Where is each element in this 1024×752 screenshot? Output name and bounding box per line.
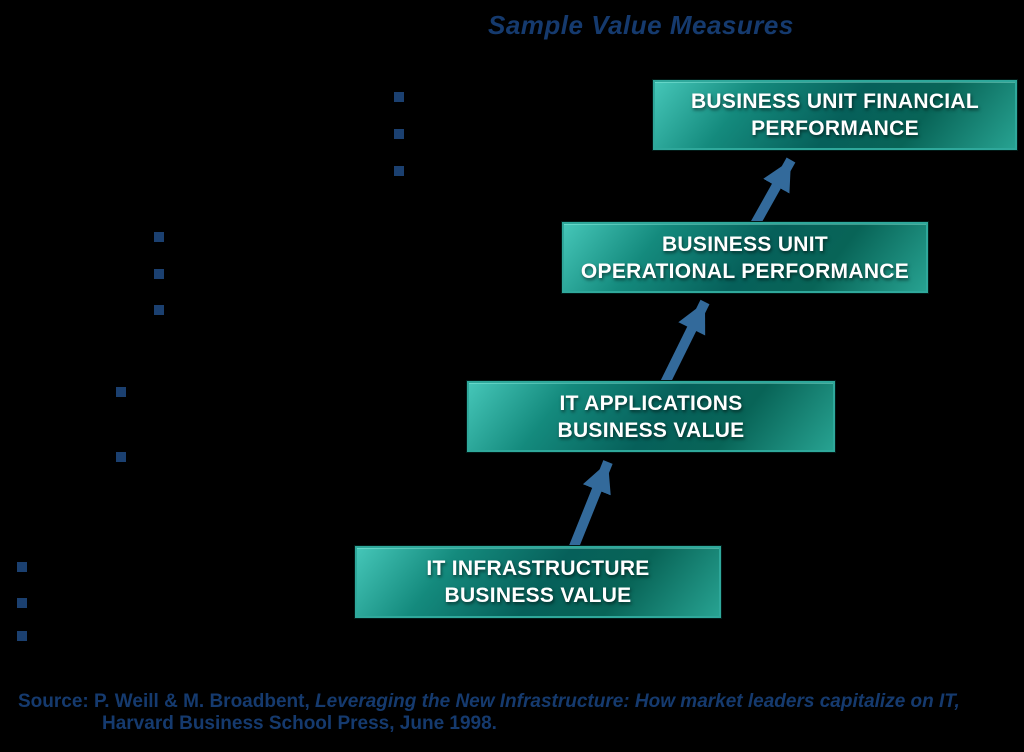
box-it-infrastructure-business-value: IT INFRASTRUCTURE BUSINESS VALUE xyxy=(355,546,721,618)
box-business-unit-operational-performance: BUSINESS UNIT OPERATIONAL PERFORMANCE xyxy=(562,222,928,293)
arrow-operational-to-financial xyxy=(749,157,796,229)
box-label-line: BUSINESS UNIT xyxy=(661,232,829,256)
bullet-marker-icon xyxy=(154,269,164,279)
arrow-infrastructure-to-applications xyxy=(568,460,613,551)
box-label-line: OPERATIONAL PERFORMANCE xyxy=(580,259,910,283)
bullet-marker-icon xyxy=(394,166,404,176)
source-line-1: Source: P. Weill & M. Broadbent, Leverag… xyxy=(18,691,960,713)
slide-title: Sample Value Measures xyxy=(488,10,794,40)
source-prefix: Source: P. Weill & M. Broadbent, xyxy=(18,691,316,712)
arrow-applications-to-operational xyxy=(660,299,710,386)
source-citation: Source: P. Weill & M. Broadbent, Leverag… xyxy=(18,691,960,735)
box-it-applications-business-value: IT APPLICATIONS BUSINESS VALUE xyxy=(467,381,835,452)
box-label-line: BUSINESS VALUE xyxy=(557,418,745,442)
bullet-marker-icon xyxy=(394,129,404,139)
bullet-marker-icon xyxy=(154,232,164,242)
source-book-title: Leveraging the New Infrastructure: How m… xyxy=(315,691,960,712)
box-business-unit-financial-performance: BUSINESS UNIT FINANCIAL PERFORMANCE xyxy=(653,80,1017,150)
bullet-marker-icon xyxy=(116,387,126,397)
bullet-marker-icon xyxy=(116,452,126,462)
source-line-2: Harvard Business School Press, June 1998… xyxy=(102,713,497,734)
bullet-marker-icon xyxy=(17,598,27,608)
box-label-line: BUSINESS VALUE xyxy=(444,584,632,607)
bullet-marker-icon xyxy=(17,562,27,572)
box-label-line: IT INFRASTRUCTURE xyxy=(426,557,650,580)
box-label-line: BUSINESS UNIT FINANCIAL xyxy=(690,90,980,113)
box-label-line: PERFORMANCE xyxy=(751,117,919,140)
box-label-line: IT APPLICATIONS xyxy=(559,391,743,415)
bullet-marker-icon xyxy=(394,92,404,102)
bullet-marker-icon xyxy=(154,305,164,315)
bullet-marker-icon xyxy=(17,631,27,641)
